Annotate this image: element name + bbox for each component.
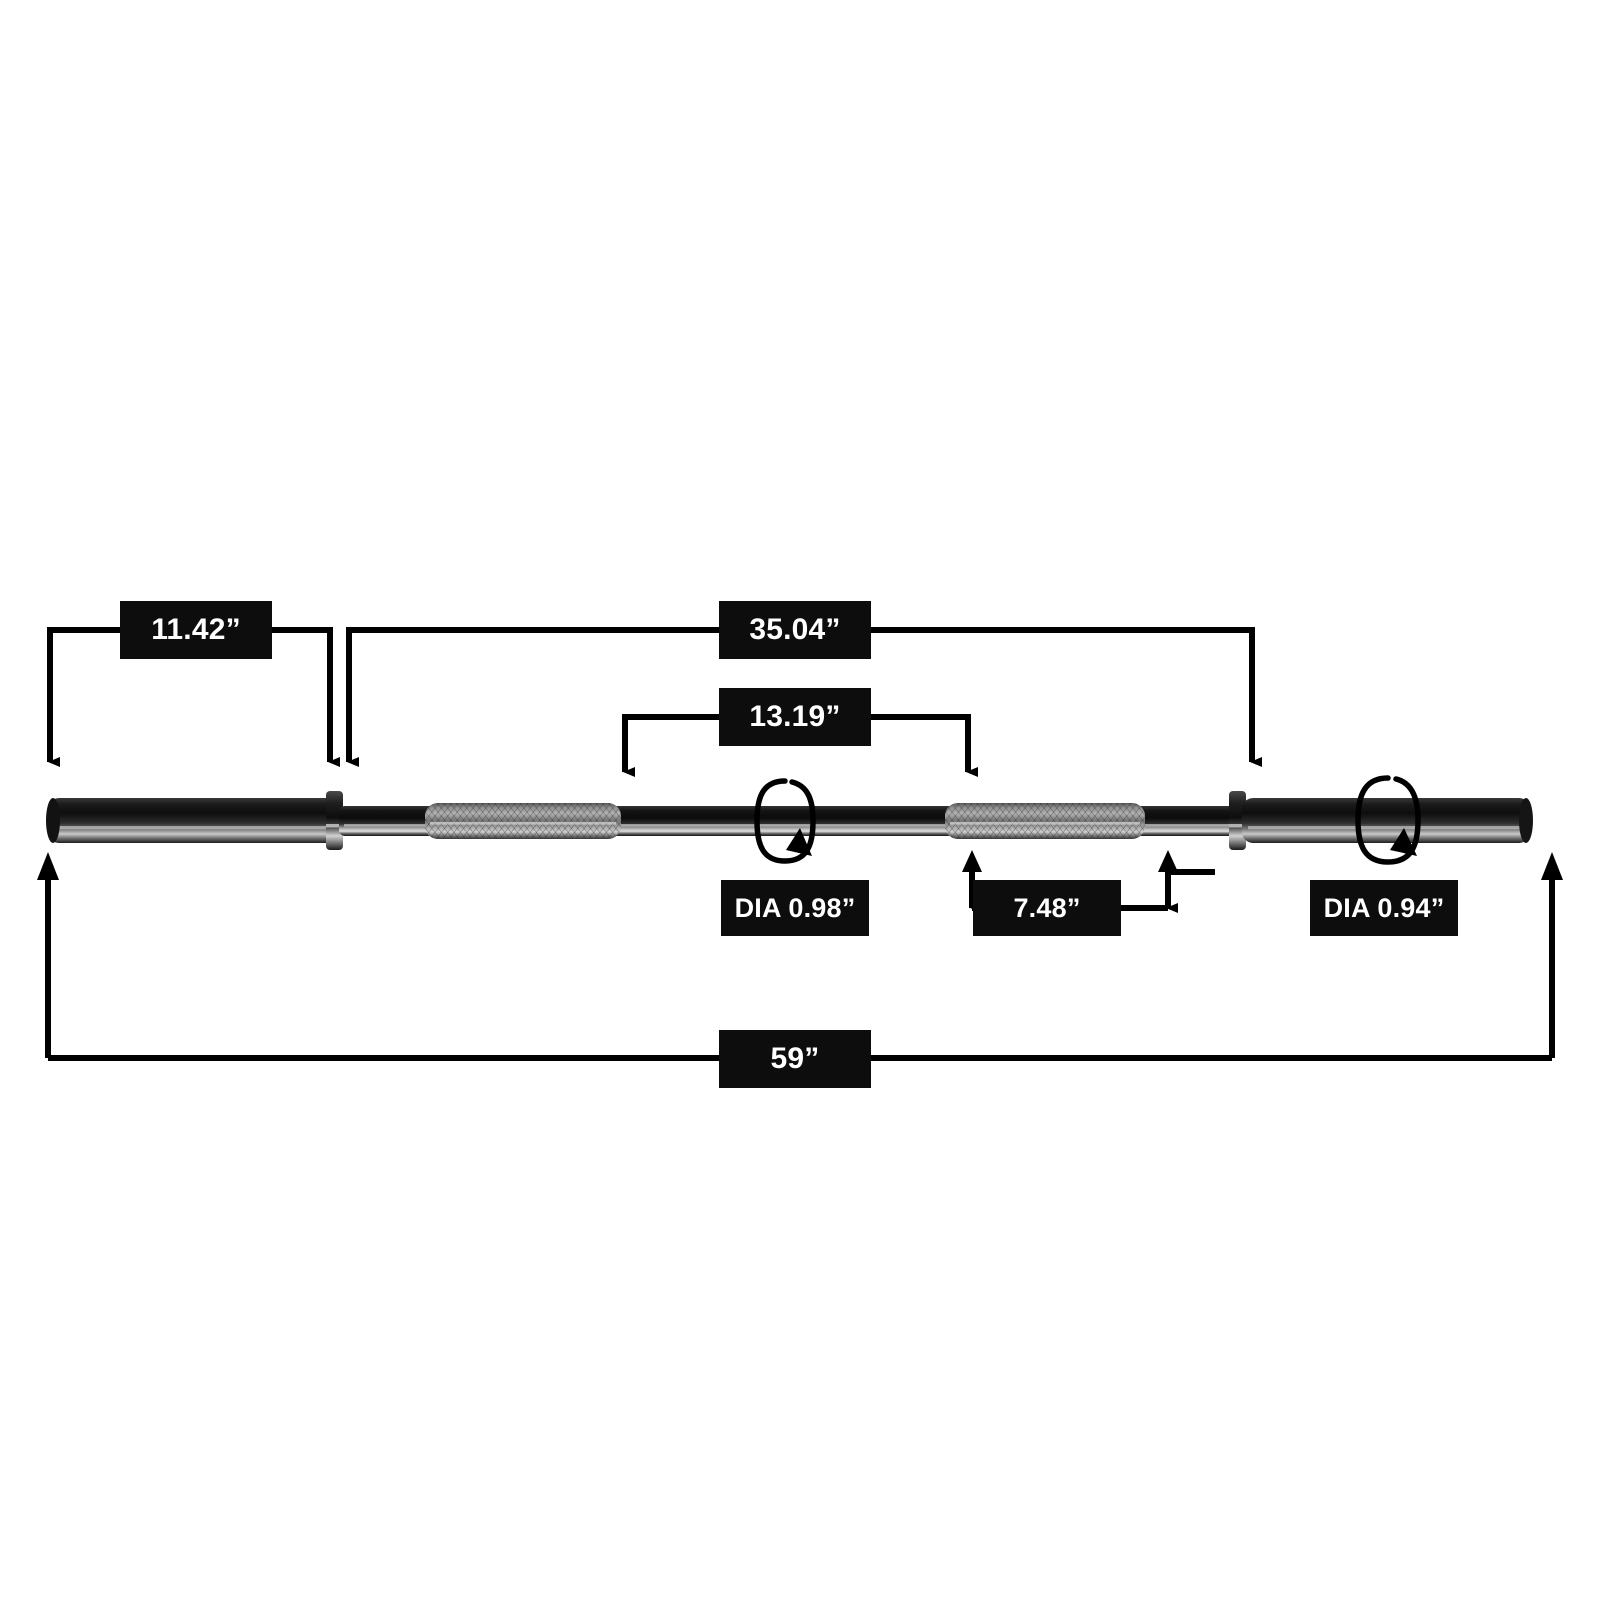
dimension-label-shaft-diameter: DIA 0.98” <box>721 880 869 936</box>
barbell-right-sleeve <box>1242 798 1533 843</box>
leader-11-42 <box>47 627 340 767</box>
dimension-label-knurl-length: 7.48” <box>973 880 1121 936</box>
dimension-label-shaft-length: 35.04” <box>719 601 871 659</box>
shaft-diameter-indicator <box>754 778 816 864</box>
dimension-label-center-knurl-span: 13.19” <box>719 688 871 746</box>
sleeve-diameter-indicator <box>1355 775 1421 865</box>
dimension-label-sleeve-length: 11.42” <box>120 601 272 659</box>
leader-13-19 <box>622 714 978 777</box>
barbell-right-knurl <box>945 803 1145 839</box>
barbell-left-collar <box>326 791 343 850</box>
barbell-illustration <box>46 791 1533 850</box>
dimension-label-total-length: 59” <box>719 1030 871 1088</box>
barbell-left-sleeve <box>46 798 340 843</box>
barbell-right-collar <box>1229 791 1246 850</box>
leader-35-04 <box>346 627 1262 767</box>
barbell-left-knurl <box>425 803 621 839</box>
dimension-label-sleeve-diameter: DIA 0.94” <box>1310 880 1458 936</box>
leader-59 <box>37 852 1563 1061</box>
